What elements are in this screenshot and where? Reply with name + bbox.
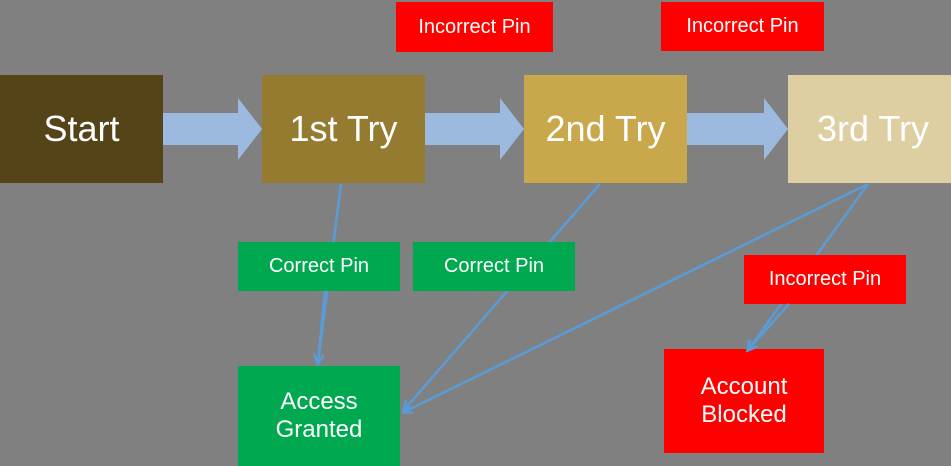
edge-label-correct-pin-2-text: Correct Pin <box>443 255 545 277</box>
connector-try3-to-blocked-head <box>748 303 790 350</box>
edge-label-correct-pin-2[interactable]: Correct Pin <box>413 242 575 291</box>
edge-label-incorrect-pin-3-text: Incorrect Pin <box>768 268 882 290</box>
node-access-granted[interactable]: Access Granted <box>238 366 400 466</box>
node-account-blocked-line2: Blocked <box>701 401 787 428</box>
node-account-blocked[interactable]: Account Blocked <box>664 349 824 453</box>
node-3rd-try[interactable]: 3rd Try <box>788 75 951 183</box>
edge-label-correct-pin-1[interactable]: Correct Pin <box>238 242 400 291</box>
edge-label-incorrect-pin-2-text: Incorrect Pin <box>686 15 799 37</box>
block-arrow-try2-to-try3 <box>687 98 788 160</box>
node-3rd-try-label: 3rd Try <box>816 107 930 149</box>
node-access-granted-line2: Granted <box>275 416 363 443</box>
node-1st-try-label: 1st Try <box>289 107 398 149</box>
node-start-label: Start <box>43 107 120 149</box>
block-arrow-start-to-try1 <box>163 98 262 160</box>
block-arrow-try1-to-try2 <box>425 98 524 160</box>
node-start[interactable]: Start <box>0 75 163 183</box>
edge-label-incorrect-pin-1-text: Incorrect Pin <box>418 15 531 38</box>
edge-label-incorrect-pin-1[interactable]: Incorrect Pin <box>396 2 553 52</box>
edge-label-incorrect-pin-3[interactable]: Incorrect Pin <box>744 255 906 304</box>
node-2nd-try-label: 2nd Try <box>545 107 666 149</box>
connector-try2-to-access <box>404 183 601 410</box>
edge-label-incorrect-pin-2[interactable]: Incorrect Pin <box>661 2 824 51</box>
node-access-granted-line1: Access <box>280 387 358 415</box>
node-2nd-try[interactable]: 2nd Try <box>524 75 687 183</box>
node-account-blocked-line1: Account <box>700 372 788 400</box>
edge-label-correct-pin-1-text: Correct Pin <box>268 255 370 277</box>
connector-try1-to-access-head <box>318 290 327 363</box>
node-1st-try[interactable]: 1st Try <box>262 75 425 183</box>
